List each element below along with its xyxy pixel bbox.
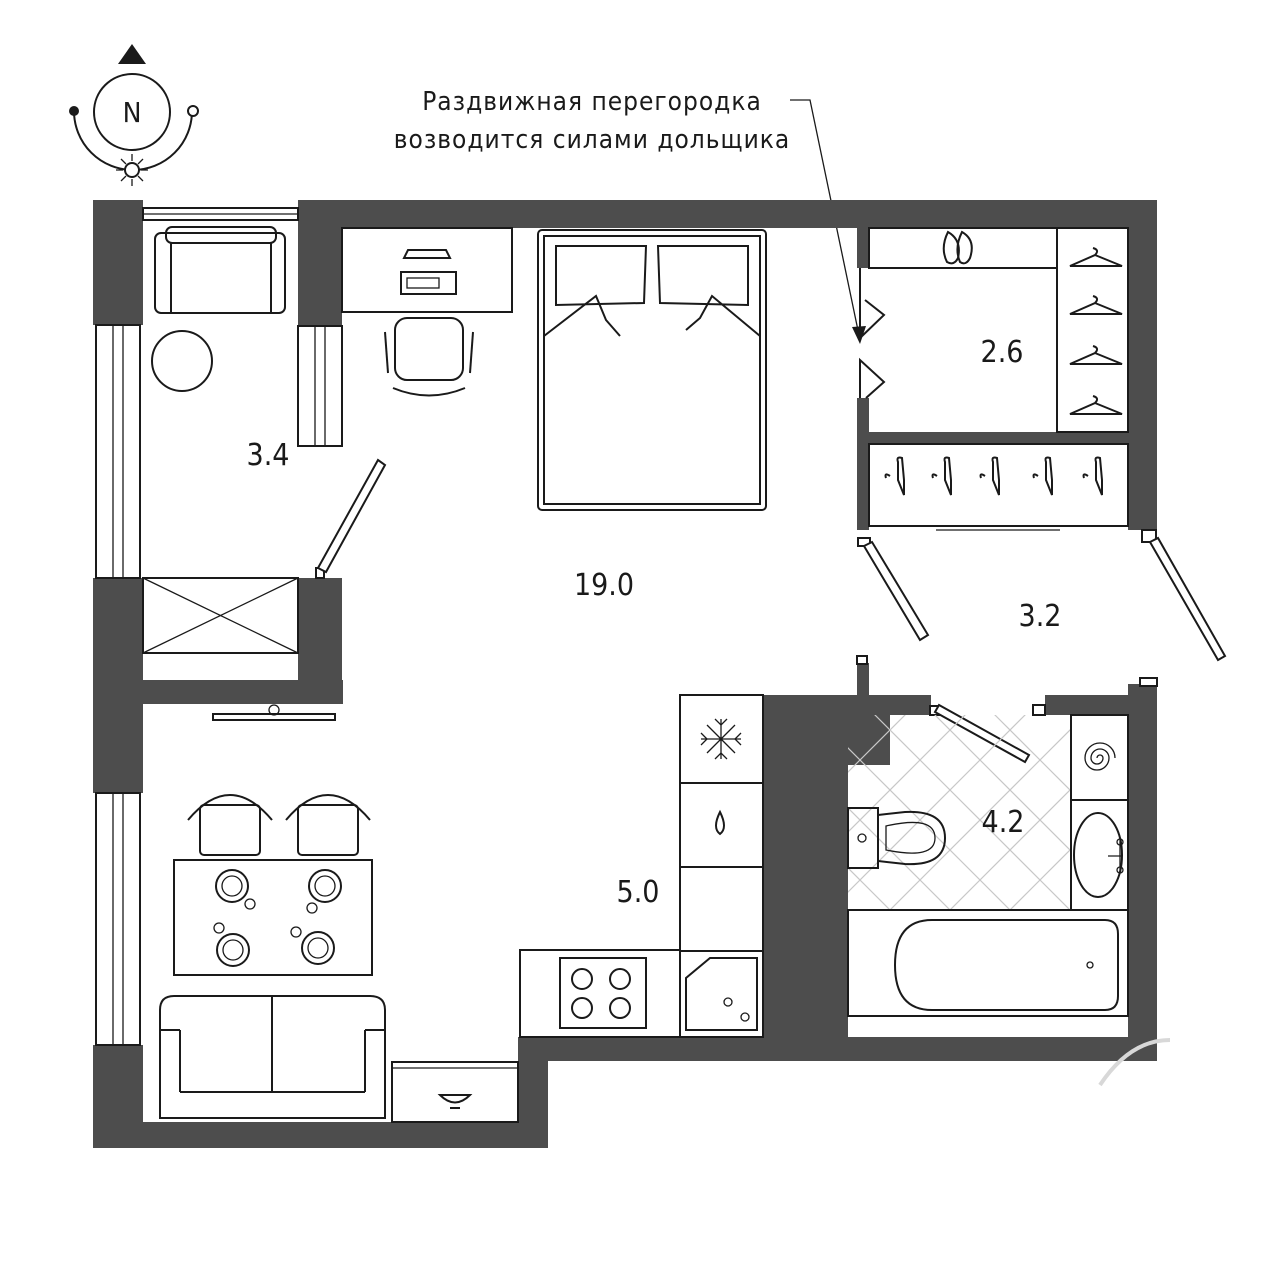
armchair <box>154 226 286 314</box>
entrance-door-right <box>1141 529 1227 662</box>
snowflake-icon <box>700 718 742 760</box>
hanger-rack-right <box>1056 227 1129 433</box>
sunset-dot-icon <box>187 105 199 117</box>
round-table <box>151 330 213 392</box>
sunrise-dot-icon <box>69 106 79 116</box>
washbasin <box>1070 799 1129 911</box>
sliding-partition <box>859 268 886 399</box>
windows <box>95 207 343 1046</box>
hanger-icons-horizontal <box>884 456 1103 496</box>
wardrobe-furniture <box>868 227 1129 531</box>
desk-chair <box>384 317 474 397</box>
compass-north-label: N <box>123 96 142 129</box>
water-drop-icon <box>715 809 725 836</box>
compass-circle <box>93 73 171 151</box>
area-bathroom: 4.2 <box>982 805 1025 840</box>
area-hall: 3.2 <box>1019 599 1062 634</box>
shoe-shelf <box>868 227 1058 269</box>
hanger-icons-vertical <box>1069 247 1123 415</box>
window-loggia-left <box>95 324 141 579</box>
spiral-icon <box>1084 742 1116 771</box>
bathroom <box>847 714 1129 1017</box>
compass: N <box>69 44 199 186</box>
living-furniture <box>159 227 767 1123</box>
toilet <box>847 807 947 869</box>
note-leader-line <box>790 99 861 341</box>
counter-cabinet <box>679 866 764 952</box>
tv-stand <box>212 704 336 721</box>
window-kitchen-left <box>95 792 141 1046</box>
kitchen-furniture <box>519 694 764 1038</box>
walls <box>93 200 1157 1148</box>
desk <box>341 227 513 313</box>
area-loggia: 3.4 <box>247 438 290 473</box>
sun-icon <box>116 154 148 186</box>
note-line-2: возводится силами дольщика <box>394 125 791 155</box>
closet-x-box <box>142 577 299 654</box>
window-loggia-inner <box>297 325 343 447</box>
dishwasher <box>679 782 764 868</box>
sofa <box>159 995 386 1119</box>
hall-wall-stubs <box>856 655 1158 687</box>
watermark-arc <box>1098 1038 1171 1087</box>
area-labels: 3.4 19.0 5.0 2.6 3.2 4.2 <box>247 335 1062 910</box>
loggia-door <box>315 458 387 579</box>
window-loggia-top <box>142 207 299 221</box>
north-arrow-icon <box>118 44 146 64</box>
entrance-door-left <box>857 537 930 642</box>
area-wardrobe: 2.6 <box>981 335 1024 370</box>
boiler <box>1070 714 1129 801</box>
fridge <box>679 694 764 784</box>
partition-note: Раздвижная перегородка возводится силами… <box>394 87 866 344</box>
cooktop <box>519 949 681 1038</box>
area-kitchen: 5.0 <box>617 875 660 910</box>
bathroom-tiles <box>848 715 1071 910</box>
corner-sink <box>679 950 764 1038</box>
doors <box>315 268 1227 764</box>
side-cabinet <box>391 1061 519 1123</box>
slippers-icon <box>942 230 973 265</box>
dining-set <box>173 794 373 976</box>
note-line-1: Раздвижная перегородка <box>422 87 762 117</box>
area-living: 19.0 <box>574 568 634 603</box>
dining-chair-1 <box>187 794 273 856</box>
bed <box>537 229 767 511</box>
loggia-furniture <box>142 226 299 654</box>
dining-chair-2 <box>285 794 371 856</box>
bathtub <box>847 909 1129 1017</box>
